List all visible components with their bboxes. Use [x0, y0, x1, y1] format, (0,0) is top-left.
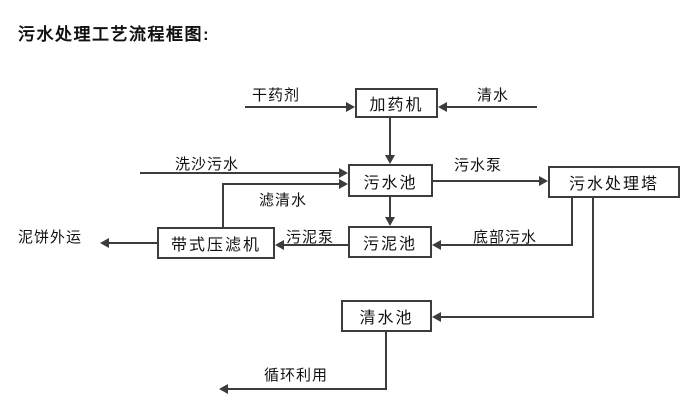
node-belt-filter-press: 带式压滤机: [157, 227, 275, 259]
arrowhead-filtered-water-icon: [339, 179, 348, 189]
label-clean-water: 清水: [477, 87, 510, 104]
edge-sewage-to-sludge-line: [389, 197, 391, 218]
arrowhead-into-sludge-right-icon: [432, 240, 441, 250]
edge-sludge-pump-line: [284, 244, 348, 246]
edge-dosing-to-sewage-line: [389, 118, 391, 156]
arrowhead-into-sewage-top-icon: [385, 155, 395, 164]
label-sand-washing-sewage: 洗沙污水: [175, 156, 240, 173]
arrowhead-into-sludge-top-icon: [385, 217, 395, 226]
label-filtered-water: 滤清水: [259, 192, 308, 209]
label-sludge-pump: 污泥泵: [286, 229, 335, 246]
edge-sand-washing-line: [140, 172, 339, 174]
label-sewage-pump: 污水泵: [454, 157, 503, 174]
edge-sewage-pump-line: [433, 180, 539, 182]
label-mud-cake-transport: 泥饼外运: [18, 229, 83, 246]
arrowhead-recycling-icon: [219, 384, 228, 394]
node-sewage-treatment-tower: 污水处理塔: [548, 166, 680, 198]
arrowhead-mud-cake-icon: [100, 238, 109, 248]
arrowhead-sand-washing-icon: [339, 168, 348, 178]
diagram-title: 污水处理工艺流程框图:: [18, 25, 211, 44]
edge-bottom-sewage-line: [441, 244, 573, 246]
node-clean-water-pool: 清水池: [341, 300, 432, 332]
node-sewage-pool: 污水池: [348, 164, 433, 197]
node-dosing-machine: 加药机: [355, 88, 438, 118]
edge-clean-water-line: [447, 106, 537, 108]
arrowhead-into-clean-pool-icon: [432, 312, 441, 322]
arrowhead-into-dosing-right-icon: [438, 102, 447, 112]
edge-dry-chemical-line: [245, 106, 346, 108]
edge-clean-pool-drop-line: [385, 330, 387, 390]
node-sludge-pool: 污泥池: [348, 226, 432, 258]
edge-tower-drop2-line: [592, 197, 594, 318]
edge-filtered-water-riser-line: [222, 184, 224, 227]
edge-tower-to-clean-pool-line: [441, 316, 594, 318]
edge-tower-drop1-line: [571, 197, 573, 246]
arrowhead-into-belt-press-icon: [275, 240, 284, 250]
edge-mud-cake-line: [109, 242, 157, 244]
arrowhead-into-tower-icon: [539, 176, 548, 186]
label-bottom-sewage: 底部污水: [473, 229, 538, 246]
label-dry-chemical: 干药剂: [252, 87, 301, 104]
edge-filtered-water-line: [222, 183, 339, 185]
arrowhead-into-dosing-left-icon: [346, 102, 355, 112]
edge-recycling-line: [228, 388, 387, 390]
label-recycling: 循环利用: [264, 367, 329, 384]
